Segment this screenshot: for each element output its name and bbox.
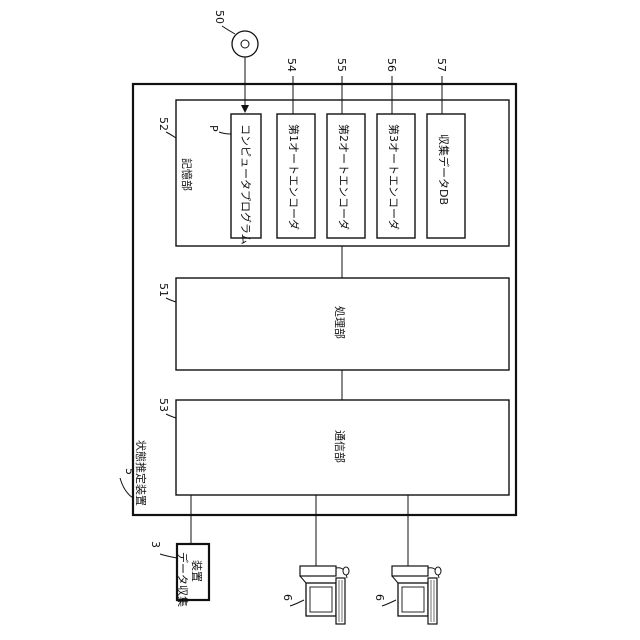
collector-ref: 3 [149,541,162,548]
collector-label-line2: 装置 [190,560,203,582]
module-label: 第3オートエンコーダ [387,124,401,230]
processor-label: 処理部 [333,306,347,339]
communication-unit: 53 通信部 [157,398,509,495]
computer-terminal-icon [300,566,349,624]
processor-ref: 51 [157,283,170,297]
comm-label: 通信部 [333,430,347,463]
computer-terminal-icon [392,566,441,624]
module-label: 収集データDB [437,134,451,205]
terminal-ref: 6 [281,594,294,601]
module-label: 第2オートエンコーダ [337,124,351,230]
storage-label: 記憶部 [180,158,194,191]
media-ref: 50 [213,10,226,24]
module-label: コンピュータプログラム [239,124,253,245]
disc-hole [241,40,249,48]
terminal-ref: 6 [373,594,386,601]
module-ref: 55 [335,58,348,72]
module-label: 第1オートエンコーダ [287,124,301,230]
storage-ref: 52 [157,117,170,131]
collector-label-line1: データ収集 [176,552,190,607]
module-ref: 56 [385,58,398,72]
module-ref: 54 [285,58,298,72]
comm-ref: 53 [157,398,170,412]
module-ref: P [207,125,220,132]
processing-unit: 51 処理部 [157,278,509,370]
device-label: 状態推定装置 [134,440,148,506]
collector-leader [160,554,177,558]
media-leader [222,26,235,34]
module-ref: 57 [435,58,448,72]
device-leader [120,478,133,498]
